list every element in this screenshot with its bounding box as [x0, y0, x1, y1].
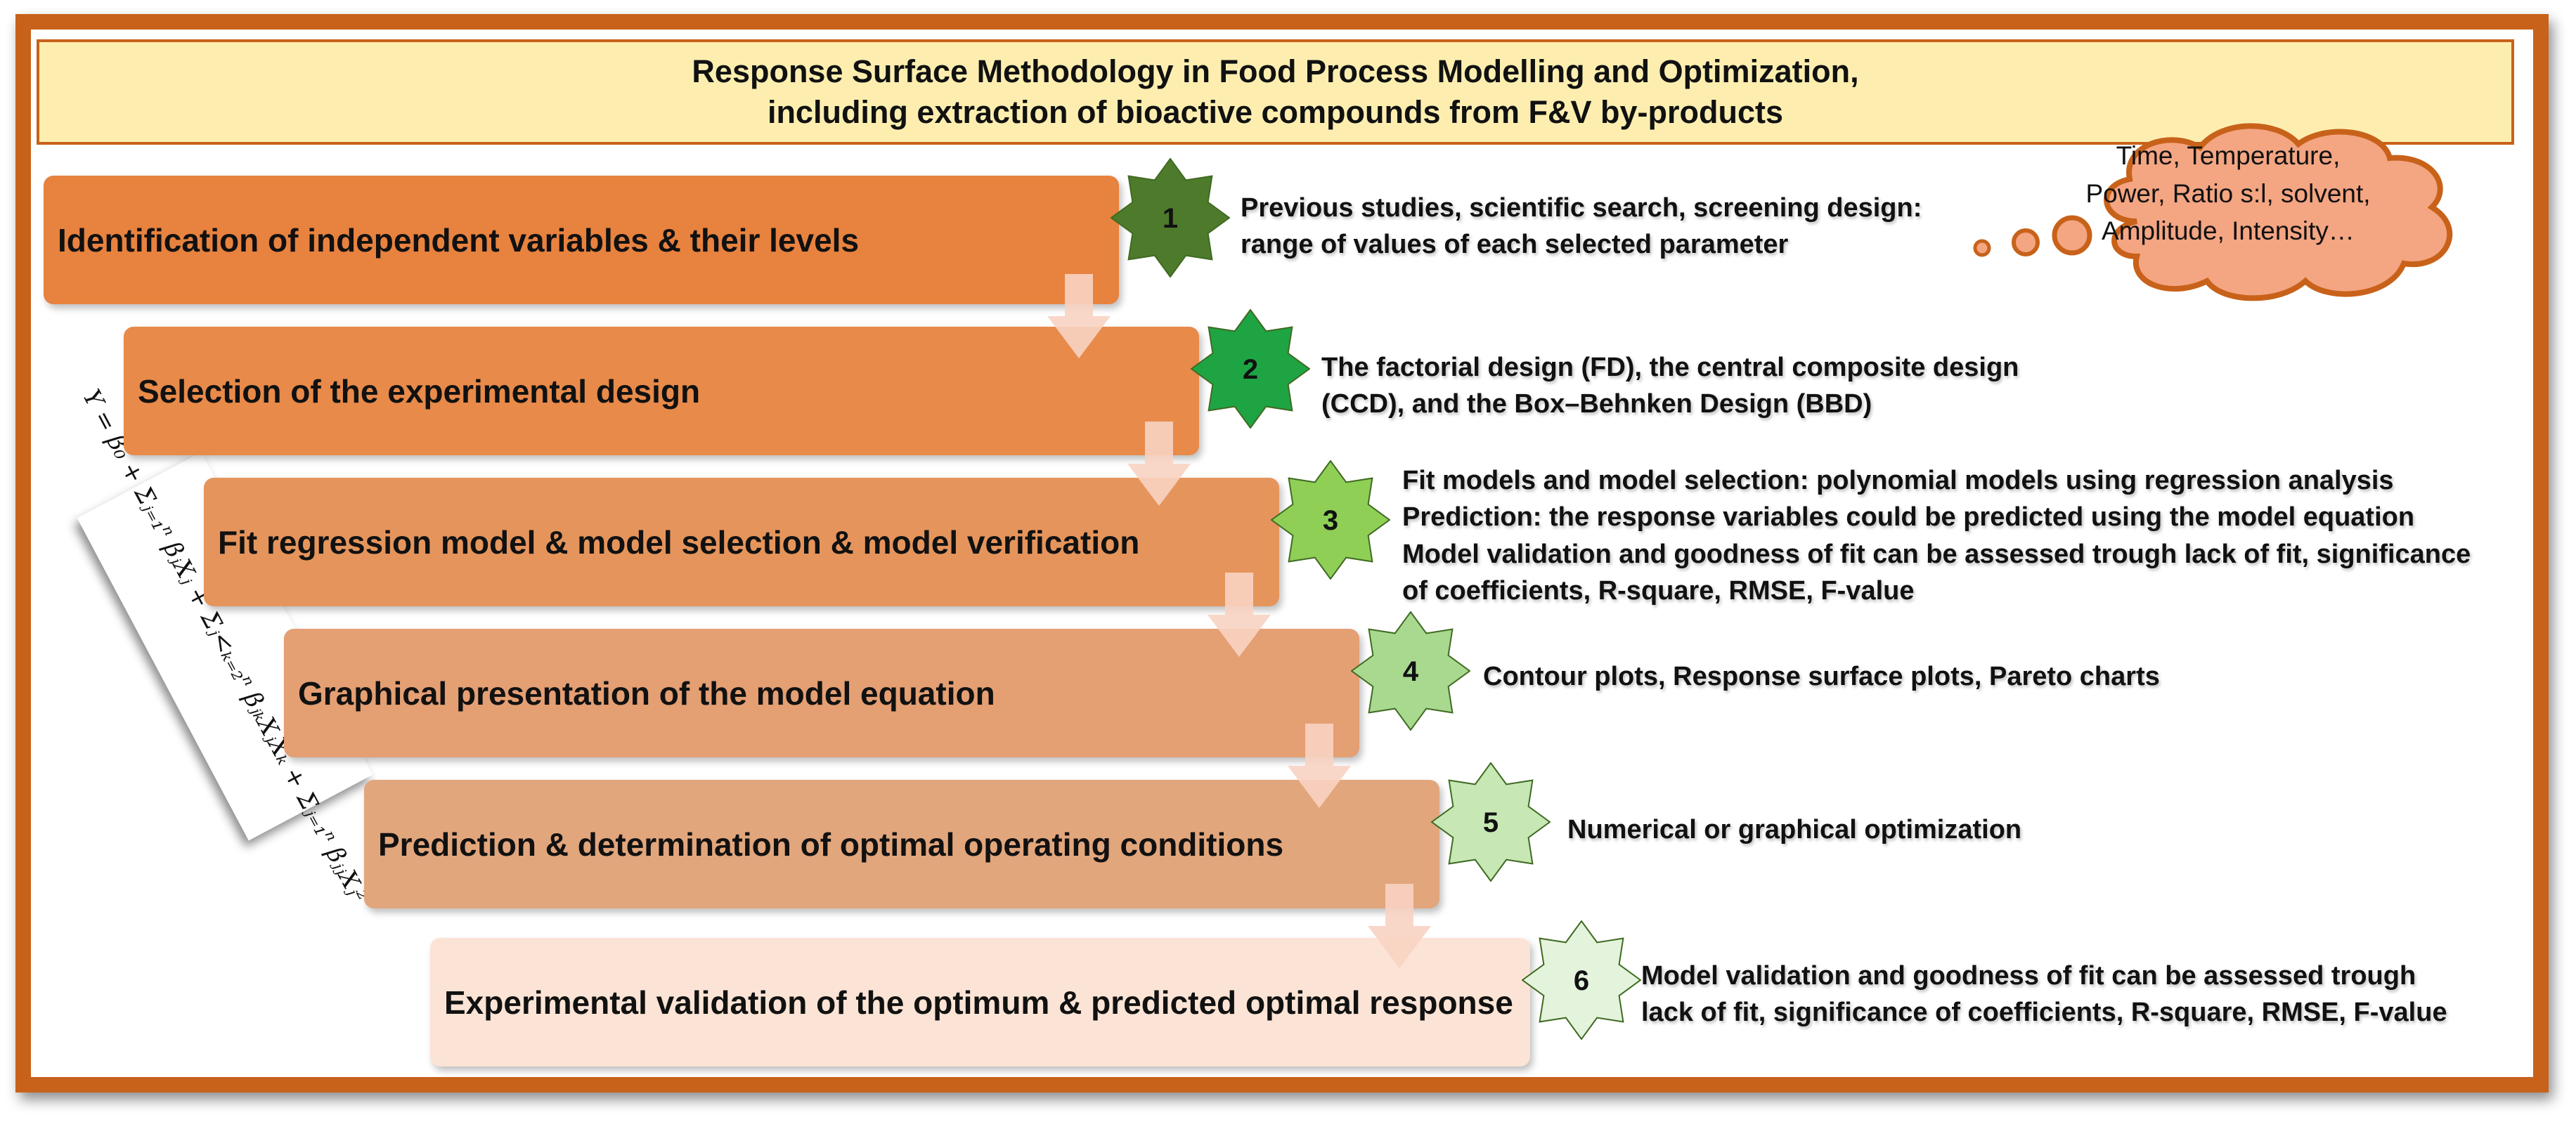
step-number: 2 — [1243, 354, 1258, 385]
step-box-3: Fit regression model & model selection &… — [204, 478, 1279, 606]
step-number-star-4: 4 — [1351, 611, 1470, 731]
step-number: 6 — [1574, 965, 1589, 996]
step-box-1: Identification of independent variables … — [44, 176, 1119, 304]
step-label: Identification of independent variables … — [58, 221, 860, 259]
cloud-line: Amplitude, Intensity… — [2102, 216, 2355, 246]
step-description-5: Numerical or graphical optimization — [1567, 811, 2021, 848]
step-box-5: Prediction & determination of optimal op… — [364, 780, 1439, 908]
step-number-star-6: 6 — [1522, 920, 1641, 1040]
step-number-star-5: 5 — [1431, 762, 1551, 882]
down-arrow-icon — [1288, 724, 1351, 808]
description-line: The factorial design (FD), the central c… — [1321, 353, 2019, 382]
step-description-6: Model validation and goodness of fit can… — [1641, 958, 2447, 1031]
step-number: 4 — [1403, 656, 1419, 687]
description-line: Numerical or graphical optimization — [1567, 815, 2022, 844]
cloud-line: Power, Ratio s:l, solvent, — [2085, 178, 2371, 208]
step-box-2: Selection of the experimental design — [124, 327, 1199, 455]
description-line: Prediction: the response variables could… — [1402, 502, 2415, 533]
description-line: lack of fit, significance of coefficient… — [1641, 998, 2447, 1028]
step-label: Selection of the experimental design — [138, 372, 701, 410]
step-label: Prediction & determination of optimal op… — [378, 826, 1284, 863]
step-description-2: The factorial design (FD), the central c… — [1321, 349, 2019, 423]
description-line: Contour plots, Response surface plots, P… — [1483, 662, 2160, 691]
step-label: Graphical presentation of the model equa… — [298, 674, 995, 712]
step-box-4: Graphical presentation of the model equa… — [284, 629, 1359, 757]
step-box-6: Experimental validation of the optimum &… — [430, 938, 1530, 1066]
step-label: Fit regression model & model selection &… — [218, 523, 1140, 561]
description-line: Previous studies, scientific search, scr… — [1241, 193, 1922, 223]
down-arrow-icon — [1047, 274, 1111, 358]
description-line: of coefficients, R-square, RMSE, F-value — [1402, 576, 1915, 606]
step-number: 1 — [1163, 203, 1178, 234]
description-line: range of values of each selected paramet… — [1241, 230, 1789, 260]
parameters-cloud — [1973, 123, 2453, 301]
description-line: Model validation and goodness of fit can… — [1641, 961, 2416, 991]
description-line: (CCD), and the Box–Behnken Design (BBD) — [1321, 389, 1872, 419]
down-arrow-icon — [1368, 884, 1431, 968]
description-line: Fit models and model selection: polynomi… — [1402, 466, 2394, 495]
step-number-star-2: 2 — [1191, 309, 1310, 429]
cloud-line: Time, Temperature, — [2116, 141, 2341, 170]
description-line: Model validation and goodness of fit can… — [1402, 539, 2471, 569]
step-description-1: Previous studies, scientific search, scr… — [1241, 190, 1922, 263]
step-label: Experimental validation of the optimum &… — [444, 984, 1513, 1021]
step-number-star-3: 3 — [1271, 460, 1390, 580]
step-number-star-1: 1 — [1111, 158, 1230, 278]
diagram-title: Response Surface Methodology in Food Pro… — [37, 39, 2514, 145]
down-arrow-icon — [1208, 573, 1271, 657]
title-line-1: Response Surface Methodology in Food Pro… — [692, 53, 1859, 89]
step-number: 3 — [1323, 505, 1338, 536]
title-line-2: including extraction of bioactive compou… — [767, 94, 1784, 130]
down-arrow-icon — [1127, 422, 1191, 506]
cloud-text: Time, Temperature, Power, Ratio s:l, sol… — [2010, 137, 2446, 250]
step-description-3: Fit models and model selection: polynomi… — [1402, 462, 2471, 610]
step-description-4: Contour plots, Response surface plots, P… — [1483, 658, 2160, 695]
step-number: 5 — [1483, 807, 1499, 838]
